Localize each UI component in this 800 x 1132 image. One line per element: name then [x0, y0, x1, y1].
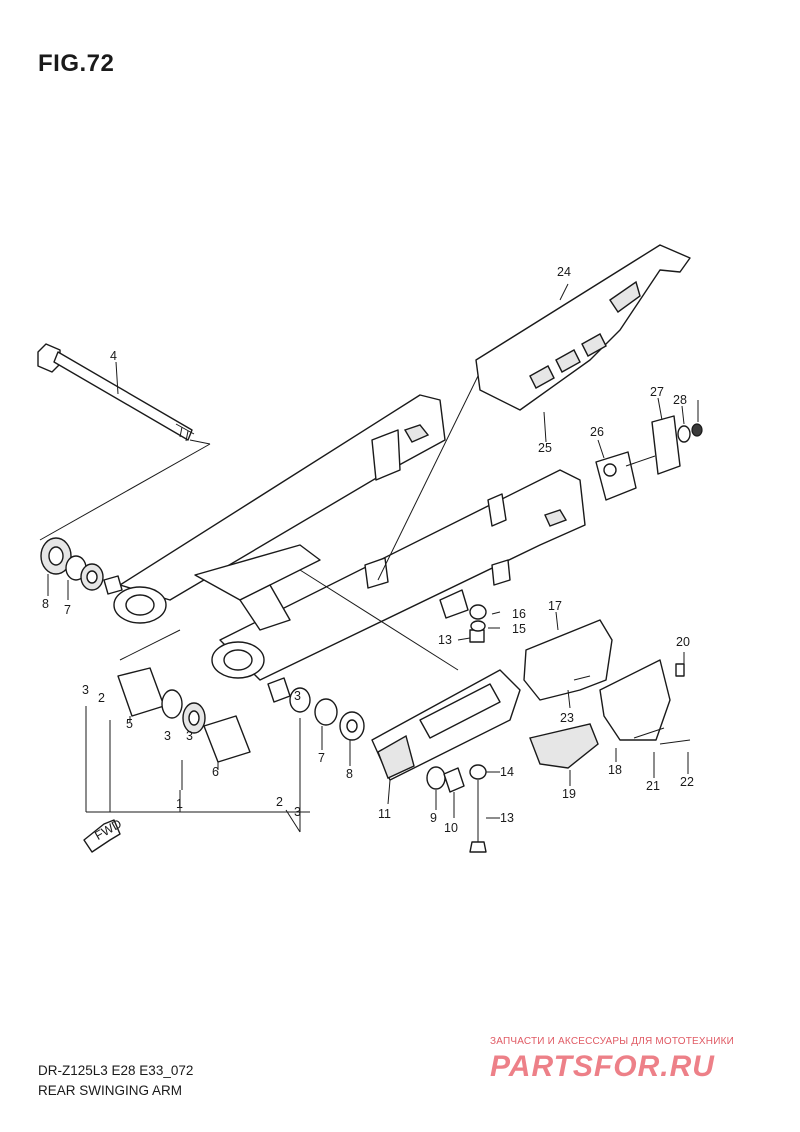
swing-arm [113, 394, 586, 681]
model-code: DR-Z125L3 E28 E33_072 [38, 1063, 194, 1078]
callout-6: 6 [212, 765, 219, 779]
callout-19: 20 [676, 635, 690, 649]
callout-8-right: 8 [346, 767, 353, 781]
bearing-set-right [267, 677, 365, 741]
figure-title: FIG.72 [38, 50, 115, 77]
callout-4: 4 [110, 349, 117, 363]
callout-7-right: 7 [318, 751, 325, 765]
chain-guide [475, 244, 691, 411]
forward-arrow: FWD [83, 817, 124, 853]
callout-8-left: 8 [42, 597, 49, 611]
callout-5: 5 [126, 717, 133, 731]
pivot-bolt [37, 343, 195, 442]
callout-22: 23 [560, 711, 574, 725]
callout-10: 10 [444, 821, 458, 835]
callout-14: 15 [512, 622, 526, 636]
callout-2-left: 2 [98, 691, 105, 705]
callout-16: 17 [548, 599, 562, 613]
figure-name: REAR SWINGING ARM [38, 1083, 183, 1098]
callout-3-a: 3 [82, 683, 89, 697]
callout-17: 18 [608, 763, 622, 777]
callout-3-c: 3 [186, 729, 193, 743]
bolt-and-nuts [426, 604, 487, 853]
callout-23: 24 [557, 265, 571, 279]
callout-3-b: 3 [164, 729, 171, 743]
callout-27: 28 [673, 393, 687, 407]
callout-18: 19 [562, 787, 576, 801]
callout-26: 27 [650, 385, 664, 399]
callout-3-e: 3 [294, 689, 301, 703]
callout-3-d: 3 [294, 805, 301, 819]
callout-2-right: 2 [276, 795, 283, 809]
callout-12: 13 [500, 811, 514, 825]
callout-7-left: 7 [64, 603, 71, 617]
callout-13-bottom: 14 [500, 765, 514, 779]
callout-21: 22 [680, 775, 694, 789]
callout-20: 21 [646, 779, 660, 793]
callout-13-top: 13 [438, 633, 452, 647]
watermark-subtitle: ЗАПЧАСТИ И АКСЕССУАРЫ ДЛЯ МОТОТЕХНИКИ [490, 1036, 735, 1047]
callout-24: 25 [538, 441, 552, 455]
callout-25: 26 [590, 425, 604, 439]
brackets-right [523, 619, 691, 769]
callout-leaders [47, 283, 699, 819]
callout-1: 1 [176, 797, 183, 811]
callout-15: 16 [512, 607, 526, 621]
bearing-set-left [40, 537, 123, 595]
chain-buffer [371, 669, 521, 781]
reference-lines [39, 375, 479, 833]
chain-adjuster [595, 415, 703, 501]
callout-labels: 24 4 25 26 27 28 17 16 15 13 20 23 18 14… [42, 265, 694, 835]
center-spacers [117, 667, 251, 763]
watermark-logo: PARTSFOR.RU [490, 1050, 715, 1083]
callout-11: 11 [378, 807, 391, 821]
callout-9: 9 [430, 811, 437, 825]
